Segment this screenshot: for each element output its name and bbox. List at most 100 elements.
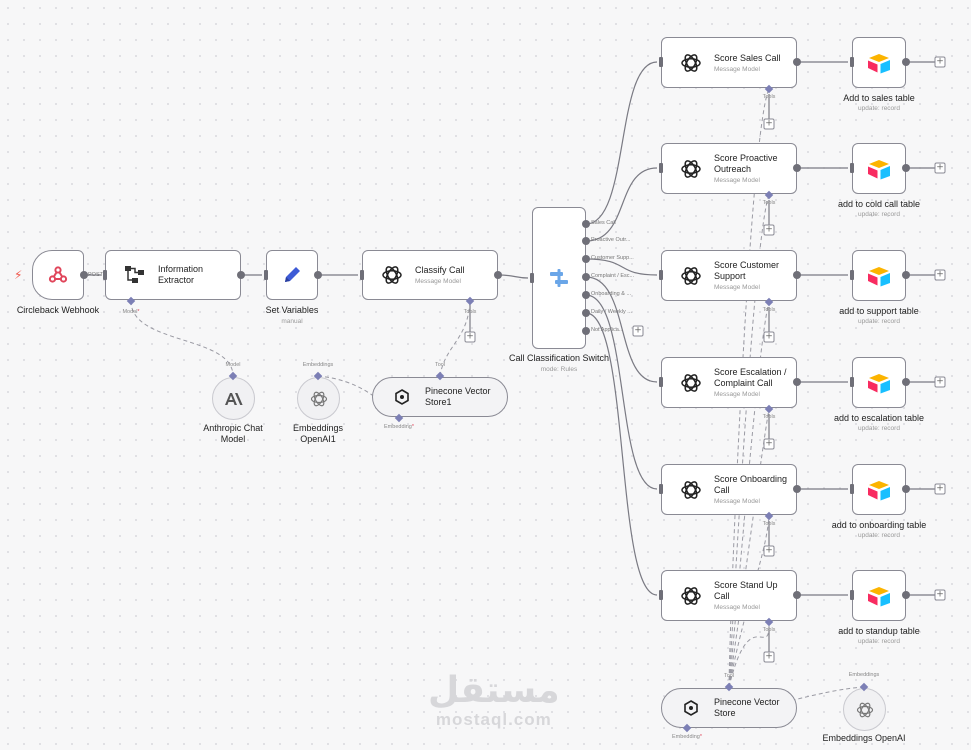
score-agent-node[interactable]: Score Sales Call Message Model (661, 37, 797, 88)
openai-icon (678, 50, 704, 76)
call-classification-switch-node[interactable] (532, 207, 586, 349)
score-agent-add-tool-button[interactable]: + (763, 545, 775, 557)
airtable-add-next-button[interactable]: + (934, 483, 946, 495)
classify-call-title: Classify Call (415, 265, 465, 275)
pinecone-vector-store-title: Pinecone Vector Store (714, 697, 780, 718)
score-agent-input-port[interactable] (659, 590, 663, 600)
classify-call-subtitle: Message Model (415, 278, 461, 285)
switch-input-port[interactable] (530, 273, 534, 283)
airtable-add-next-button[interactable]: + (934, 589, 946, 601)
openai-icon (306, 386, 332, 412)
switch-output-port[interactable] (582, 291, 590, 299)
airtable-node[interactable] (852, 143, 906, 194)
classify-call-node[interactable]: Classify Call Message Model (362, 250, 498, 300)
switch-output-port[interactable] (582, 309, 590, 317)
airtable-add-next-button[interactable]: + (934, 376, 946, 388)
airtable-output-port[interactable] (902, 271, 910, 279)
airtable-node[interactable] (852, 250, 906, 301)
airtable-node[interactable] (852, 570, 906, 621)
score-agent-title: Score Onboarding Call (714, 474, 788, 495)
score-agent-tools-label: Tools (762, 414, 776, 420)
score-agent-output-port[interactable] (793, 164, 801, 172)
classify-call-add-tool-button[interactable]: + (464, 331, 476, 343)
airtable-output-port[interactable] (902, 164, 910, 172)
score-agent-tools-label: Tools (762, 200, 776, 206)
airtable-input-port[interactable] (850, 270, 854, 280)
information-extractor-output-port[interactable] (237, 271, 245, 279)
airtable-output-port[interactable] (902, 58, 910, 66)
circleback-webhook-node[interactable] (32, 250, 84, 300)
webhook-output-port[interactable] (80, 271, 88, 279)
score-agent-output-port[interactable] (793, 378, 801, 386)
openai-icon (678, 583, 704, 609)
score-agent-add-tool-button[interactable]: + (763, 331, 775, 343)
airtable-add-next-button[interactable]: + (934, 162, 946, 174)
score-agent-input-port[interactable] (659, 484, 663, 494)
airtable-input-port[interactable] (850, 377, 854, 387)
airtable-input-port[interactable] (850, 590, 854, 600)
airtable-add-next-button[interactable]: + (934, 56, 946, 68)
pinecone-vector-store1-node[interactable]: Pinecone Vector Store1 (372, 377, 508, 417)
set-variables-output-port[interactable] (314, 271, 322, 279)
trigger-bolt-icon: ⚡ (14, 268, 23, 282)
classify-call-output-port[interactable] (494, 271, 502, 279)
score-agent-subtitle: Message Model (714, 498, 760, 505)
score-agent-node[interactable]: Score Onboarding Call Message Model (661, 464, 797, 515)
score-agent-input-port[interactable] (659, 270, 663, 280)
score-agent-node[interactable]: Score Customer Support Message Model (661, 250, 797, 301)
switch-output-port[interactable] (582, 255, 590, 263)
anthropic-chat-model-node[interactable] (212, 377, 255, 420)
airtable-output-port[interactable] (902, 591, 910, 599)
embeddings-openai-embeddings-label: Embeddings (848, 672, 880, 678)
set-variables-node[interactable] (266, 250, 318, 300)
score-agent-input-port[interactable] (659, 377, 663, 387)
score-agent-input-port[interactable] (659, 57, 663, 67)
switch-output-label: Daily / Weekly ... (591, 309, 632, 315)
switch-output-port[interactable] (582, 237, 590, 245)
score-agent-add-tool-button[interactable]: + (763, 118, 775, 130)
score-agent-add-tool-button[interactable]: + (763, 651, 775, 663)
information-extractor-node[interactable]: Information Extractor (105, 250, 241, 300)
score-agent-output-port[interactable] (793, 271, 801, 279)
airtable-input-port[interactable] (850, 57, 854, 67)
airtable-node[interactable] (852, 357, 906, 408)
airtable-output-port[interactable] (902, 378, 910, 386)
information-extractor-input-port[interactable] (103, 270, 107, 280)
score-agent-output-port[interactable] (793, 485, 801, 493)
score-agent-node[interactable]: Score Escalation / Complaint Call Messag… (661, 357, 797, 408)
airtable-icon (866, 156, 892, 182)
embeddings-openai-node[interactable] (843, 688, 886, 731)
score-agent-output-port[interactable] (793, 58, 801, 66)
switch-add-output-button[interactable]: + (632, 325, 644, 337)
embeddings-openai1-node[interactable] (297, 377, 340, 420)
score-agent-title: Score Customer Support (714, 260, 780, 281)
pencil-icon (279, 262, 305, 288)
set-variables-input-port[interactable] (264, 270, 268, 280)
airtable-node[interactable] (852, 37, 906, 88)
score-agent-subtitle: Message Model (714, 177, 760, 184)
score-agent-tools-label: Tools (762, 627, 776, 633)
score-agent-input-port[interactable] (659, 163, 663, 173)
airtable-icon (866, 50, 892, 76)
score-agent-node[interactable]: Score Proactive Outreach Message Model (661, 143, 797, 194)
score-agent-add-tool-button[interactable]: + (763, 438, 775, 450)
embeddings-openai1-embeddings-label: Embeddings (302, 362, 334, 368)
switch-output-port[interactable] (582, 273, 590, 281)
classify-call-input-port[interactable] (360, 270, 364, 280)
score-agent-node[interactable]: Score Stand Up Call Message Model (661, 570, 797, 621)
score-agent-tools-label: Tools (762, 521, 776, 527)
airtable-node[interactable] (852, 464, 906, 515)
airtable-input-port[interactable] (850, 163, 854, 173)
airtable-input-port[interactable] (850, 484, 854, 494)
pinecone-vector-store1-title: Pinecone Vector Store1 (425, 386, 491, 407)
switch-output-label: Proactive Outr... (591, 237, 631, 243)
pinecone-tool-label: Tool (723, 673, 735, 679)
score-agent-output-port[interactable] (793, 591, 801, 599)
pinecone-vector-store-node[interactable]: Pinecone Vector Store (661, 688, 797, 728)
airtable-add-next-button[interactable]: + (934, 269, 946, 281)
switch-output-port[interactable] (582, 220, 590, 228)
webhook-port-label: POST (88, 272, 103, 278)
score-agent-add-tool-button[interactable]: + (763, 224, 775, 236)
airtable-output-port[interactable] (902, 485, 910, 493)
switch-output-port[interactable] (582, 327, 590, 335)
